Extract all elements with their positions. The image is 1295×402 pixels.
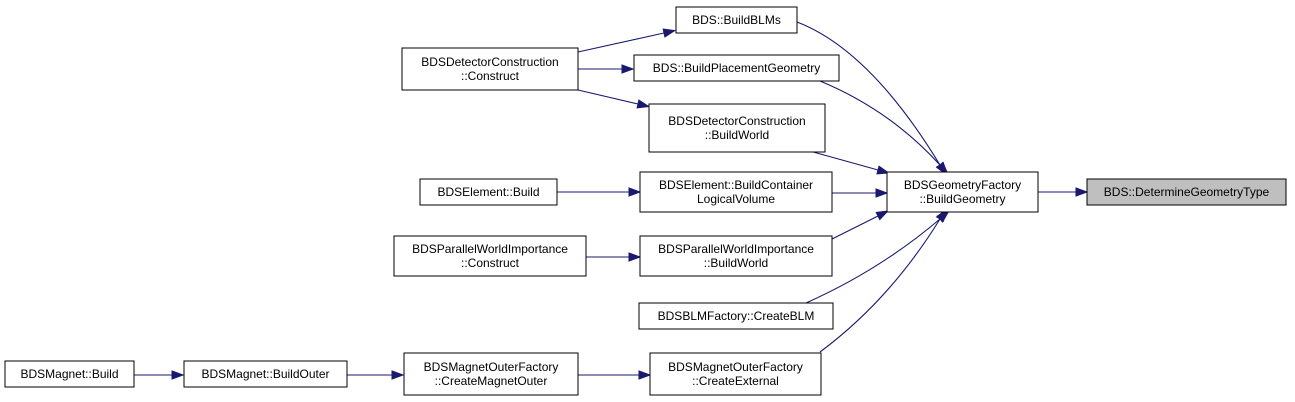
- node-bdsparallelworldimportance-construct[interactable]: BDSParallelWorldImportance::Construct: [393, 235, 587, 277]
- node-box: [393, 235, 587, 277]
- edge-line: [819, 218, 941, 353]
- node-box: [638, 302, 834, 330]
- edge-line: [805, 149, 879, 171]
- edge-n15-n14: [134, 370, 185, 380]
- node-label: BDSBLMFactory::CreateBLM: [658, 309, 815, 323]
- node-bdsmagnet-build[interactable]: BDSMagnet::Build: [4, 360, 135, 388]
- node-label: ::BuildGeometry: [919, 192, 1005, 206]
- edge-n14-n13: [347, 370, 405, 380]
- node-label: BDSMagnetOuterFactory: [424, 360, 559, 374]
- node-bdsmagnetouterfactory-createexternal[interactable]: BDSMagnetOuterFactory::CreateExternal: [649, 352, 822, 396]
- edge-n5-n2: [805, 149, 891, 175]
- node-label: ::Construct: [461, 256, 520, 270]
- node-box: [639, 171, 833, 213]
- arrowhead: [391, 370, 405, 380]
- node-label: BDSMagnet::Build: [20, 367, 118, 381]
- edge-n7-n2: [831, 210, 890, 240]
- arrowhead: [1075, 187, 1089, 197]
- arrowhead: [875, 188, 889, 198]
- edge-line: [805, 218, 941, 304]
- node-label: BDSMagnetOuterFactory: [668, 360, 803, 374]
- edge-n11-n6: [557, 187, 642, 197]
- node-bds-buildblms[interactable]: BDS::BuildBLMs: [675, 6, 798, 34]
- node-label: ::Construct: [461, 69, 520, 83]
- node-box: [886, 171, 1039, 213]
- edge-line: [577, 89, 639, 105]
- node-label: ::BuildWorld: [705, 128, 769, 142]
- node-label: ::CreateMagnetOuter: [435, 374, 548, 388]
- node-box: [401, 47, 579, 91]
- arrowhead: [875, 210, 890, 221]
- edge-n6-n2: [832, 188, 889, 198]
- node-box: [639, 235, 833, 277]
- node-bdsmagnet-buildouter[interactable]: BDSMagnet::BuildOuter: [183, 360, 348, 388]
- arrowhead: [628, 252, 642, 262]
- edge-n2-n1: [1038, 187, 1089, 197]
- arrowhead: [638, 370, 652, 380]
- node-box: [1086, 178, 1287, 206]
- arrowhead: [936, 161, 949, 175]
- node-label: BDSElement::BuildContainer: [659, 178, 813, 192]
- node-bdsdetectorconstruction-buildworld[interactable]: BDSDetectorConstruction::BuildWorld: [648, 103, 826, 153]
- arrowhead: [636, 99, 651, 109]
- arrowhead: [171, 370, 185, 380]
- edge-n10-n3: [577, 28, 677, 53]
- node-label: BDSGeometryFactory: [904, 178, 1021, 192]
- arrowhead: [876, 165, 891, 175]
- edge-n10-n5: [577, 89, 651, 109]
- node-label: LogicalVolume: [697, 192, 775, 206]
- edge-n10-n4: [578, 64, 635, 74]
- edge-line: [819, 80, 941, 166]
- node-label: BDSMagnet::BuildOuter: [201, 367, 329, 381]
- arrowhead: [662, 28, 677, 38]
- node-box: [4, 360, 135, 388]
- node-bdsgeometryfactory-buildgeometry[interactable]: BDSGeometryFactory::BuildGeometry: [886, 171, 1039, 213]
- node-box: [675, 6, 798, 34]
- node-label: BDS::BuildPlacementGeometry: [653, 61, 820, 75]
- edge-n4-n2: [819, 80, 949, 175]
- node-bdsparallelworldimportance-buildworld[interactable]: BDSParallelWorldImportance::BuildWorld: [639, 235, 833, 277]
- node-label: BDSDetectorConstruction: [421, 55, 558, 69]
- edge-n9-n2: [819, 208, 947, 353]
- arrowhead: [935, 208, 947, 222]
- arrowhead: [628, 187, 642, 197]
- node-bdsblmfactory-createblm[interactable]: BDSBLMFactory::CreateBLM: [638, 302, 834, 330]
- node-label: ::CreateExternal: [692, 374, 779, 388]
- node-label: BDSParallelWorldImportance: [658, 242, 814, 256]
- node-label: BDS::DetermineGeometryType: [1104, 185, 1270, 199]
- node-bdsmagnetouterfactory-createmagnetouter[interactable]: BDSMagnetOuterFactory::CreateMagnetOuter: [403, 352, 579, 396]
- edge-n12-n7: [586, 252, 642, 262]
- edge-n13-n9: [578, 370, 652, 380]
- node-label: BDS::BuildBLMs: [692, 13, 781, 27]
- node-bds-determinegeometrytype[interactable]: BDS::DetermineGeometryType: [1086, 178, 1287, 206]
- node-box: [649, 352, 822, 396]
- node-label: BDSParallelWorldImportance: [412, 242, 568, 256]
- node-box: [633, 54, 840, 82]
- arrowhead: [621, 64, 635, 74]
- node-box: [419, 178, 558, 206]
- node-label: BDSDetectorConstruction: [668, 114, 805, 128]
- node-label: ::BuildWorld: [704, 256, 768, 270]
- node-bds-buildplacementgeometry[interactable]: BDS::BuildPlacementGeometry: [633, 54, 840, 82]
- node-box: [648, 103, 826, 153]
- node-bdsdetectorconstruction-construct[interactable]: BDSDetectorConstruction::Construct: [401, 47, 579, 91]
- edge-line: [831, 215, 879, 240]
- node-box: [403, 352, 579, 396]
- node-label: BDSElement::Build: [437, 185, 539, 199]
- edge-line: [577, 32, 665, 53]
- node-bdselement-build[interactable]: BDSElement::Build: [419, 178, 558, 206]
- nodes-layer: BDS::DetermineGeometryType BDSGeometryFac…: [4, 6, 1287, 396]
- node-box: [183, 360, 348, 388]
- edge-line: [796, 21, 941, 166]
